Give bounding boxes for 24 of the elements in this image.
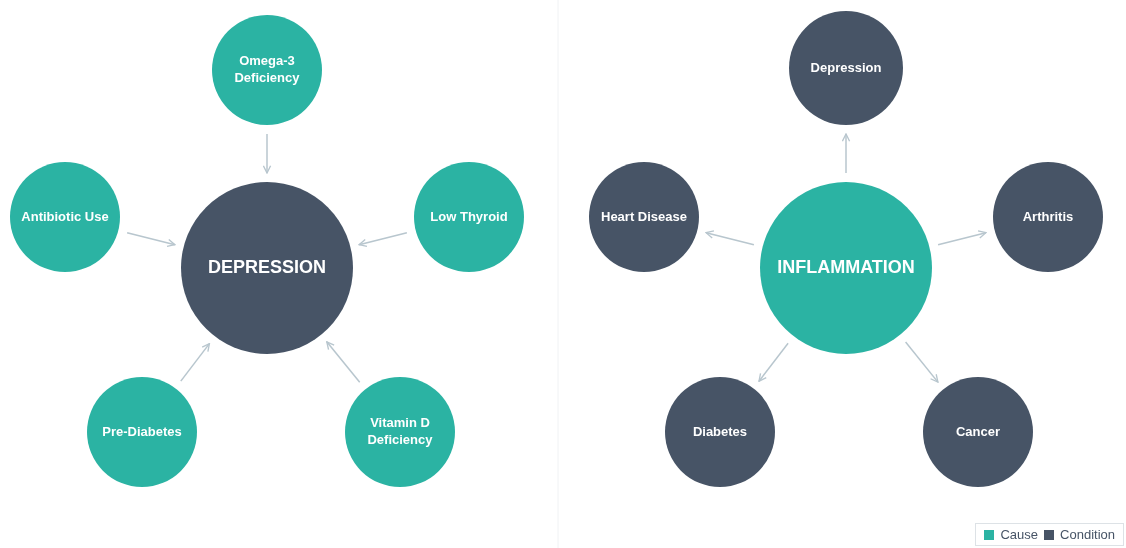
arrow [758,342,789,382]
arrow [180,342,211,382]
node-label: Low Thyroid [430,208,508,226]
legend-label: Cause [1000,527,1039,542]
node-label: Cancer [955,423,1001,441]
arrow [904,341,939,383]
node-label: Omega-3 Deficiency [233,53,301,87]
legend-label: Condition [1060,527,1115,542]
arrow [358,231,408,248]
arrow [126,231,176,248]
node-label: Heart Disease [601,208,687,226]
node-label: Antibiotic Use [21,208,109,226]
node-label: Diabetes [692,423,748,441]
arrow [262,133,272,174]
node-label: Vitamin D Deficiency [366,415,434,449]
node-label: Pre-Diabetes [102,423,182,441]
arrow [841,133,851,174]
arrow [705,230,755,246]
node-label: INFLAMMATION [777,256,915,280]
node-label: Depression [810,59,882,77]
arrow [326,341,361,384]
node-label: Arthritis [1022,208,1074,226]
node-label: DEPRESSION [208,256,326,280]
arrow [937,230,987,246]
